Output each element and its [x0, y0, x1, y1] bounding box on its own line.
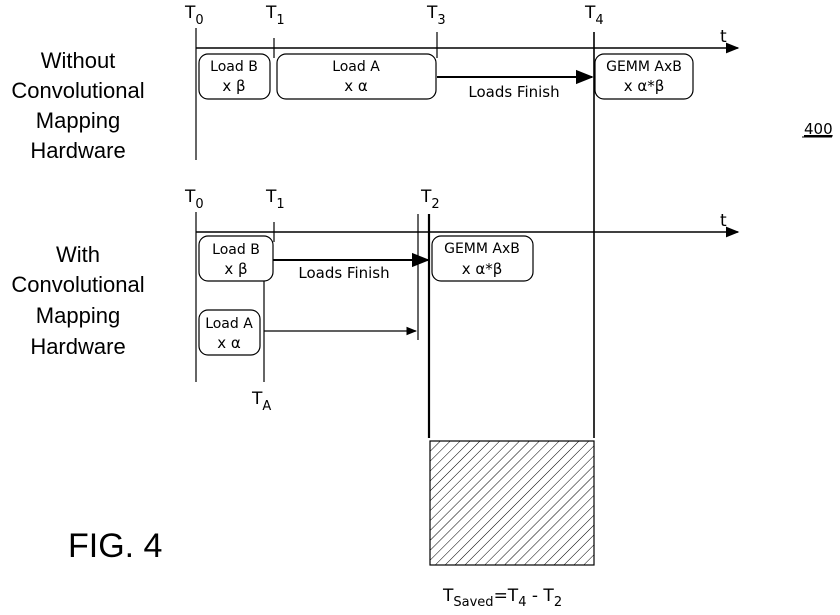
bottom-box-load-a: Load A x α: [198, 309, 261, 356]
top-label-line-1: Without: [41, 48, 116, 73]
bottom-box-load-a-line2: x α: [217, 334, 241, 352]
top-box-gemm: GEMM AxB x α*β: [594, 53, 694, 100]
top-box-load-b: Load B x β: [198, 53, 271, 100]
bottom-label-line-4: Hardware: [30, 334, 125, 359]
bottom-label-line-2: Convolutional: [11, 272, 144, 297]
bottom-box-gemm-line1: GEMM AxB: [444, 241, 520, 257]
bottom-loads-finish-label: Loads Finish: [298, 264, 389, 282]
top-section-label: Without Convolutional Mapping Hardware: [11, 48, 144, 163]
bottom-tick-t1: T1: [265, 187, 285, 212]
top-label-line-2: Convolutional: [11, 78, 144, 103]
top-tick-t1: T1: [265, 3, 285, 28]
bottom-section-label: With Convolutional Mapping Hardware: [11, 242, 144, 359]
top-label-line-3: Mapping: [36, 108, 120, 133]
bottom-label-line-3: Mapping: [36, 303, 120, 328]
figure-ref-number: 400: [804, 120, 833, 138]
top-box-load-b-line1: Load B: [210, 59, 258, 75]
bottom-box-gemm-line2: x α*β: [462, 260, 503, 278]
time-saved-equation: TSaved=T4 - T2: [442, 586, 562, 610]
bottom-tick-t0: T0: [184, 187, 204, 212]
bottom-tick-t2: T2: [420, 187, 440, 212]
top-box-gemm-line2: x α*β: [624, 77, 665, 95]
top-label-line-4: Hardware: [30, 138, 125, 163]
top-box-gemm-line1: GEMM AxB: [606, 59, 682, 75]
bottom-box-gemm: GEMM AxB x α*β: [431, 235, 534, 282]
figure-caption: FIG. 4: [68, 527, 162, 565]
top-box-load-b-line2: x β: [222, 77, 245, 95]
bottom-axis-label: t: [720, 211, 727, 231]
top-box-load-a-line1: Load A: [332, 59, 380, 75]
top-axis-label: t: [720, 27, 727, 47]
top-box-load-a-line2: x α: [344, 77, 368, 95]
top-box-load-a: Load A x α: [276, 53, 437, 100]
bottom-box-load-b-line1: Load B: [212, 242, 260, 258]
time-saved-region: [429, 440, 595, 566]
top-loads-finish-label: Loads Finish: [468, 83, 559, 101]
top-tick-t4: T4: [584, 3, 604, 28]
bottom-tick-ta: TA: [251, 389, 271, 414]
top-tick-t0: T0: [184, 3, 204, 28]
bottom-label-line-1: With: [56, 242, 100, 267]
top-tick-t3: T3: [426, 3, 446, 28]
bottom-box-load-a-line1: Load A: [205, 316, 253, 332]
bottom-box-load-b-line2: x β: [224, 260, 247, 278]
bottom-box-load-b: Load B x β: [198, 235, 274, 282]
